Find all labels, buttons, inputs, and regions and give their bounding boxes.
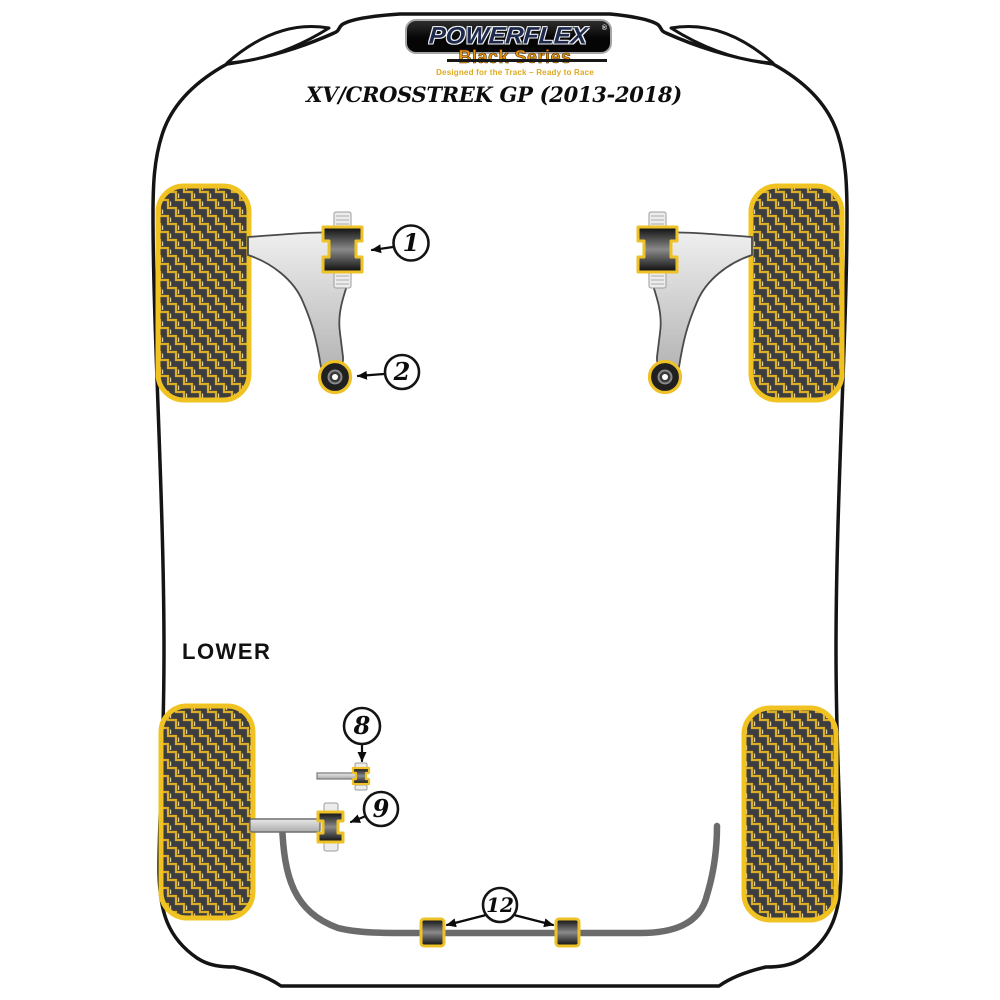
front-left-arm-rear-bushing bbox=[317, 359, 353, 395]
front-right-arm-rear-bushing bbox=[647, 359, 683, 395]
rear-left-tire bbox=[158, 703, 256, 921]
registered-trademark-icon: ® bbox=[601, 25, 607, 32]
front-left-arm-front-bushing bbox=[321, 211, 364, 289]
callout-12-number: 12 bbox=[486, 893, 514, 917]
brand-tagline: Designed for the Track – Ready to Race bbox=[436, 68, 594, 77]
front-right-tire bbox=[748, 183, 845, 403]
callout-1-number: 1 bbox=[403, 228, 420, 257]
callout-1-circle bbox=[392, 224, 430, 262]
callout-2-arrow bbox=[356, 370, 386, 380]
callout-9-number: 9 bbox=[373, 794, 390, 823]
callout-12-arrow-left bbox=[445, 913, 488, 928]
callout-2-number: 2 bbox=[393, 357, 411, 386]
powerflex-logo-text: POWERFLEX bbox=[428, 22, 589, 50]
powerflex-logo-badge: POWERFLEX ® bbox=[405, 19, 612, 54]
callout-9-arrow bbox=[349, 814, 368, 824]
rear-link-assembly bbox=[316, 762, 371, 791]
callout-8-number: 8 bbox=[353, 711, 371, 740]
section-label-lower: LOWER bbox=[182, 639, 272, 664]
callout-2-circle bbox=[383, 353, 421, 391]
vehicle-title: XV/CROSSTREK GP (2013-2018) bbox=[306, 82, 682, 107]
callouts: 1 2 8 9 12 bbox=[342, 224, 555, 928]
anti-roll-bar-bushing-left bbox=[419, 917, 446, 948]
callout-1-arrow bbox=[370, 244, 395, 254]
black-series-label: Black Series bbox=[458, 47, 572, 68]
left-headlight-crescent bbox=[225, 24, 331, 65]
trailing-arm-bushing-9 bbox=[316, 810, 345, 844]
callout-9-circle bbox=[362, 790, 400, 828]
anti-roll-bar-bushing-right bbox=[554, 917, 581, 948]
callout-12-circle bbox=[481, 886, 519, 924]
link-bushing-8 bbox=[351, 766, 371, 786]
front-right-arm-front-bushing bbox=[636, 211, 679, 289]
callout-8-circle bbox=[342, 706, 382, 746]
right-headlight-crescent bbox=[669, 24, 775, 65]
callout-12-arrow-right bbox=[512, 913, 555, 928]
rear-trailing-arm-assembly bbox=[249, 802, 345, 852]
black-series-strikethrough bbox=[447, 59, 607, 62]
front-left-tire bbox=[155, 183, 252, 403]
rear-right-tire bbox=[741, 705, 839, 923]
